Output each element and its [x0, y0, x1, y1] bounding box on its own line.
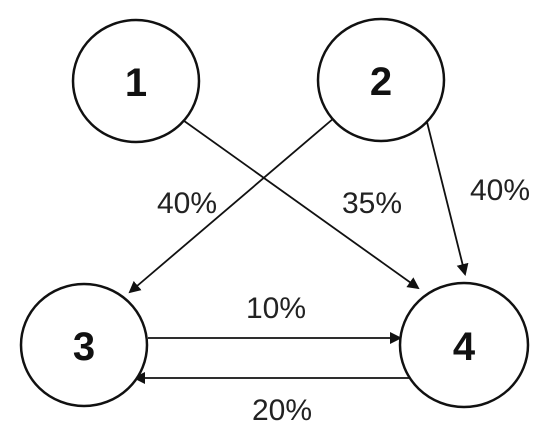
node-3: 3: [19, 282, 149, 408]
node-2: 2: [316, 17, 446, 143]
node-4-circle: [398, 281, 530, 409]
node-1: 1: [71, 18, 201, 144]
edge-3-to-4-label: 10%: [246, 292, 306, 325]
node-4: 4: [398, 281, 530, 409]
edge-1-to-4-label: 35%: [342, 187, 402, 220]
edge-2-to-3-label: 40%: [157, 187, 217, 220]
node-2-label: 2: [370, 60, 392, 104]
edge-2-to-4-label: 40%: [470, 174, 530, 207]
node-1-label: 1: [125, 61, 147, 105]
edge-2-to-3: [128, 117, 335, 294]
edge-2-to-4: [426, 121, 469, 276]
edge-1-to-4: [179, 117, 420, 290]
node-1-circle: [71, 18, 201, 144]
node-2-circle: [316, 17, 446, 143]
node-3-circle: [19, 282, 149, 408]
node-3-label: 3: [73, 325, 95, 369]
edge-4-to-3-label: 20%: [252, 394, 312, 427]
node-4-label: 4: [453, 325, 476, 369]
